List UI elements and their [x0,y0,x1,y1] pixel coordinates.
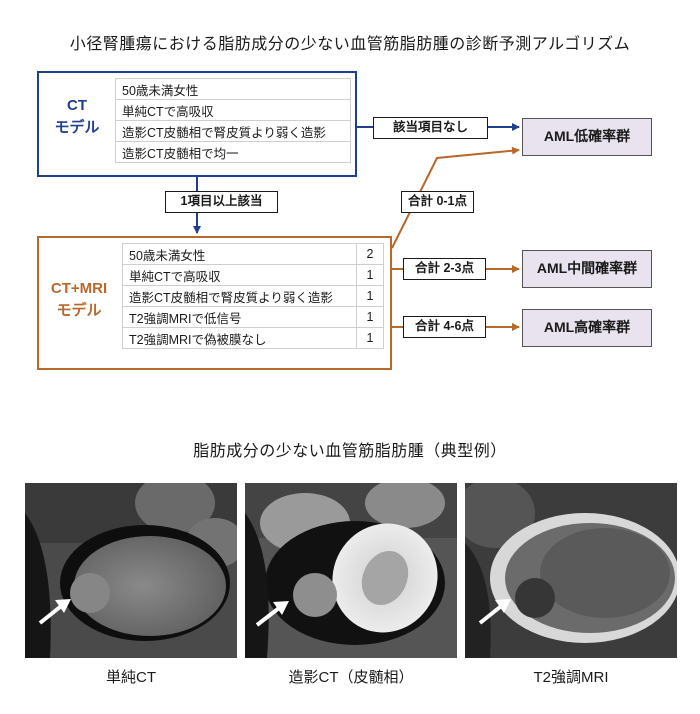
table-row: 単純CTで高吸収 1 [122,264,384,286]
total-2-3-tag: 合計 2-3点 [403,258,486,280]
ctmri-criterion: 50歳未満女性 [122,243,357,265]
ctmri-points: 1 [356,306,384,328]
t2-mri-image [465,483,677,658]
result-high-probability: AML高確率群 [522,309,652,347]
ct-criteria-table: 50歳未満女性 単純CTで高吸収 造影CT皮髄相で腎皮質より弱く造影 造影CT皮… [115,78,351,163]
ctmri-model-label-line2: モデル [56,302,102,319]
ctmri-model-label-line1: CT+MRI [50,280,108,297]
result-low-probability: AML低確率群 [522,118,652,156]
table-row: 造影CT皮髄相で均一 [115,141,351,163]
table-row: 50歳未満女性 2 [122,243,384,265]
table-row: 造影CT皮髄相で腎皮質より弱く造影 [115,120,351,142]
ctmri-criterion: T2強調MRIで低信号 [122,306,357,328]
table-row: 単純CTで高吸収 [115,99,351,121]
ctmri-criteria-table: 50歳未満女性 2 単純CTで高吸収 1 造影CT皮髄相で腎皮質より弱く造影 1… [122,243,384,349]
total-4-6-tag: 合計 4-6点 [403,316,486,338]
one-or-more-tag: 1項目以上該当 [165,191,278,213]
ct-model-label-line1: CT [67,97,87,114]
ct-criterion: 単純CTで高吸収 [115,99,351,121]
table-row: 50歳未満女性 [115,78,351,100]
contrast-ct-label: 造影CT（皮髄相） [288,669,414,686]
examples-title: 脂肪成分の少ない血管筋脂肪腫（典型例） [193,443,507,460]
total-0-1-tag: 合計 0-1点 [401,191,474,213]
table-row: 造影CT皮髄相で腎皮質より弱く造影 1 [122,285,384,307]
plain-ct-label: 単純CT [106,669,156,686]
page-title: 小径腎腫瘍における脂肪成分の少ない血管筋脂肪腫の診断予測アルゴリズム [69,36,631,53]
ctmri-criterion: 単純CTで高吸収 [122,264,357,286]
plain-ct-image [25,483,237,658]
ctmri-points: 1 [356,285,384,307]
ctmri-model-label: CT+MRI モデル [39,278,119,322]
ct-criterion: 50歳未満女性 [115,78,351,100]
result-mid-probability: AML中間確率群 [522,250,652,288]
ct-criterion: 造影CT皮髄相で均一 [115,141,351,163]
table-row: T2強調MRIで低信号 1 [122,306,384,328]
ctmri-criterion: T2強調MRIで偽被膜なし [122,327,357,349]
ctmri-points: 2 [356,243,384,265]
ct-model-label-line2: モデル [54,119,100,136]
ctmri-criterion: 造影CT皮髄相で腎皮質より弱く造影 [122,285,357,307]
no-match-tag: 該当項目なし [373,117,488,139]
ct-criterion: 造影CT皮髄相で腎皮質より弱く造影 [115,120,351,142]
ct-model-label: CT モデル [39,95,115,139]
ct-model-panel: CT モデル 50歳未満女性 単純CTで高吸収 造影CT皮髄相で腎皮質より弱く造… [37,71,357,177]
table-row: T2強調MRIで偽被膜なし 1 [122,327,384,349]
ctmri-points: 1 [356,327,384,349]
ctmri-points: 1 [356,264,384,286]
contrast-ct-image [245,483,457,658]
t2-mri-label: T2強調MRI [533,669,609,686]
ctmri-model-panel: CT+MRI モデル 50歳未満女性 2 単純CTで高吸収 1 造影CT皮髄相で… [37,236,392,370]
